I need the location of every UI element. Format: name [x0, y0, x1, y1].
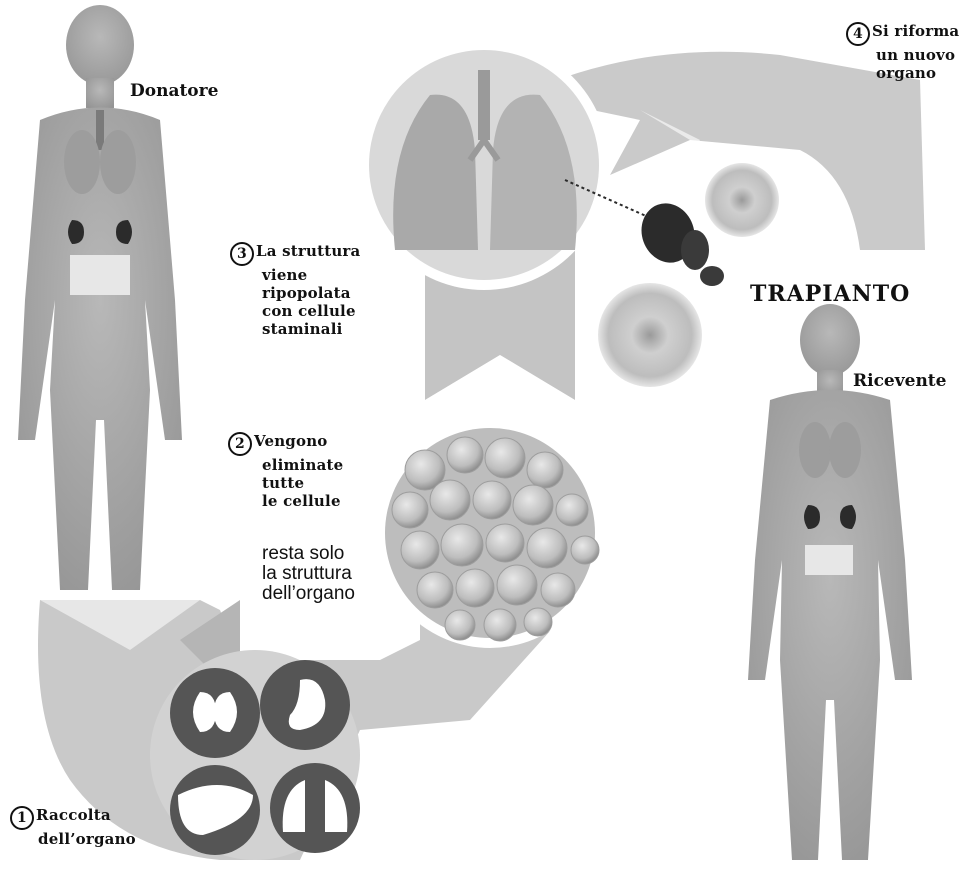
step-3-line-3: ripopolata: [262, 284, 360, 302]
donor-label: Donatore: [130, 82, 218, 101]
step-2-line-3: tutte: [262, 474, 343, 492]
step-1-line-2: dell’organo: [38, 830, 136, 848]
step-2-note-line-2: la struttura: [262, 564, 355, 584]
step-2-note-line-1: resta solo: [262, 544, 355, 564]
step-4-line-2: un nuovo: [876, 46, 959, 64]
stomach-icon: [260, 660, 350, 750]
step-2-number: 2: [228, 432, 252, 456]
transplant-label: TRAPIANTO: [750, 282, 910, 307]
step-3-number: 3: [230, 242, 254, 266]
kidneys-icon: [170, 668, 260, 758]
lungs-icon: [270, 763, 360, 853]
step-4-number: 4: [846, 22, 870, 46]
liver-icon: [170, 765, 260, 855]
cells-circle: [375, 418, 605, 648]
step-1-number: 1: [10, 806, 34, 830]
recipient-label: Ricevente: [853, 372, 946, 391]
step-3-line-5: staminali: [262, 320, 360, 338]
step-1-line-1: Raccolta: [36, 806, 111, 824]
stem-cell-spheres: [592, 158, 784, 393]
step-4-line-1: Si riforma: [872, 22, 959, 40]
organ-collection-circle: [150, 650, 360, 860]
step-2-line-1: Vengono: [254, 432, 328, 450]
step-4-line-3: organo: [876, 64, 959, 82]
step-3-line-1: La struttura: [256, 242, 360, 260]
step-2-line-4: le cellule: [262, 492, 343, 510]
lungs-scaffold-circle: [359, 40, 609, 290]
step-3-line-4: con cellule: [262, 302, 360, 320]
step-3-line-2: viene: [262, 266, 360, 284]
step-2-note-line-3: dell’organo: [262, 584, 355, 604]
step-2-note: resta solo la struttura dell’organo: [262, 544, 355, 604]
step-2-line-2: eliminate: [262, 456, 343, 474]
